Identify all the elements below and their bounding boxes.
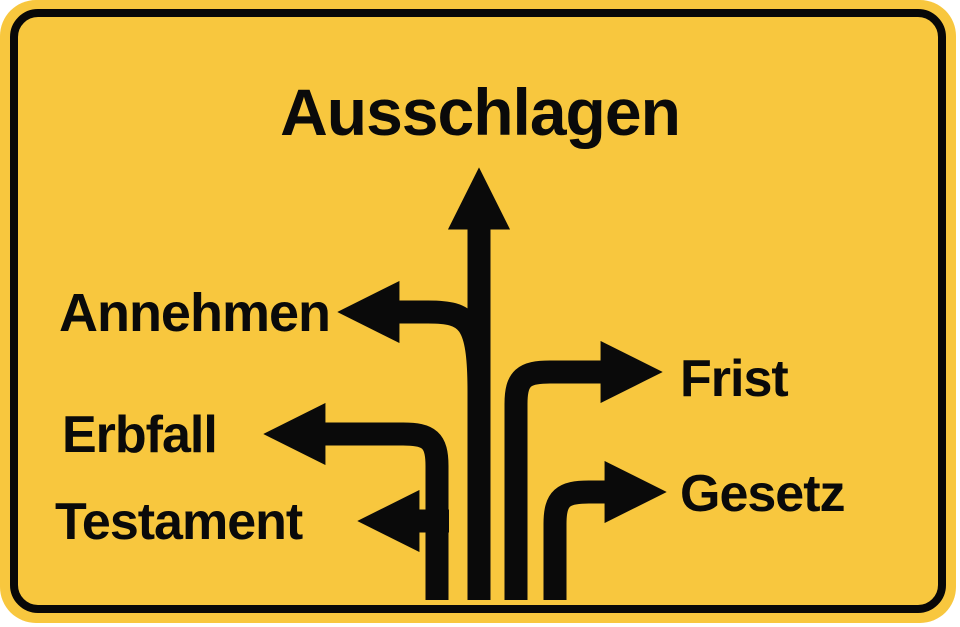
- arrow-left-annehmen: [337, 280, 491, 393]
- label-erbfall: Erbfall: [62, 406, 217, 464]
- arrow-right-gesetz: [543, 460, 667, 600]
- sign-black-border: [10, 9, 946, 613]
- label-annehmen: Annehmen: [59, 283, 330, 343]
- label-frist: Frist: [680, 350, 788, 408]
- label-testament: Testament: [55, 493, 303, 551]
- arrow-left-erbfall: [263, 402, 449, 600]
- label-gesetz: Gesetz: [680, 465, 845, 523]
- arrow-right-frist: [504, 340, 663, 600]
- label-ausschlagen: Ausschlagen: [280, 75, 680, 149]
